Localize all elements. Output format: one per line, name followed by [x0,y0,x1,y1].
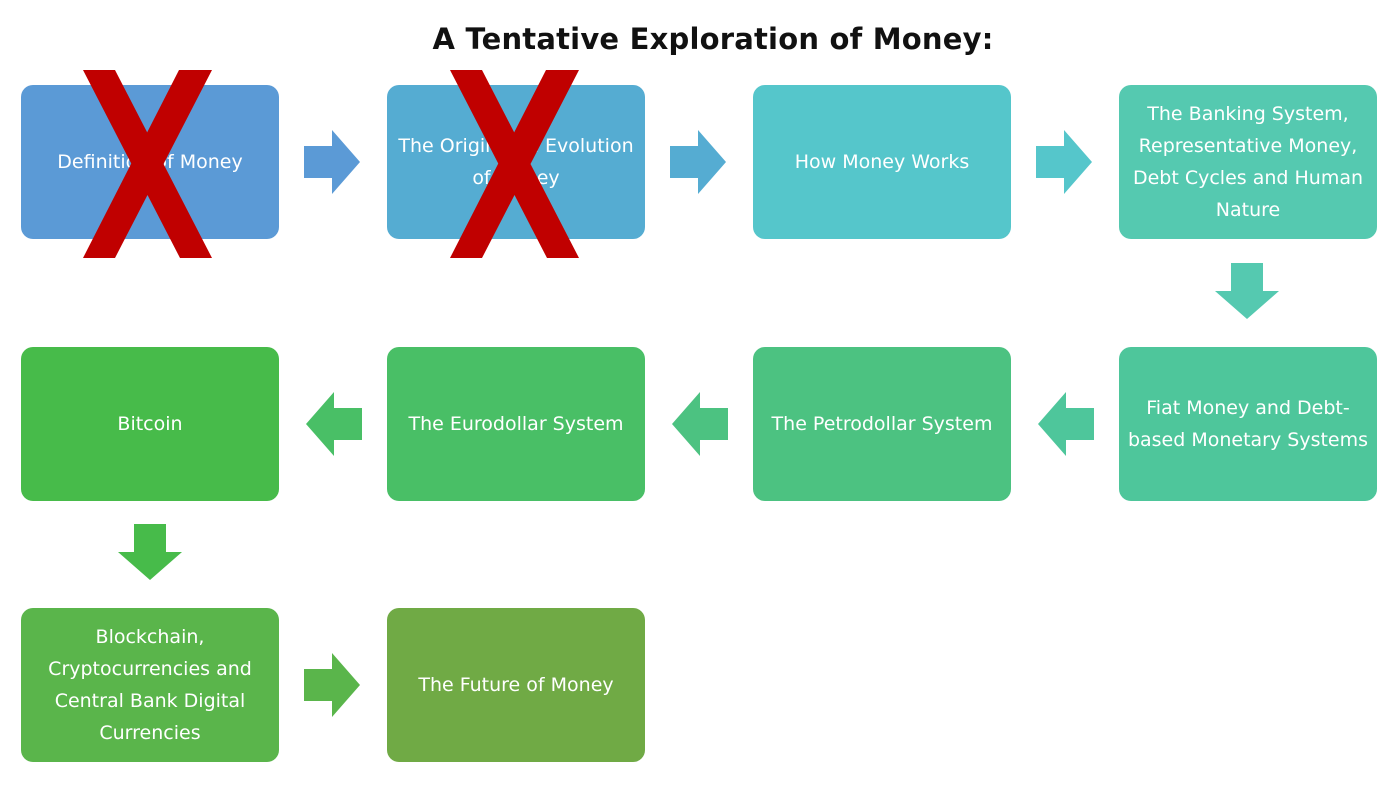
box-bitcoin: Bitcoin [21,347,279,501]
diagram-title: A Tentative Exploration of Money: [432,22,994,56]
box-fiat-money: Fiat Money and Debt-based Monetary Syste… [1119,347,1377,501]
box-blockchain: Blockchain, Cryptocurrencies and Central… [21,608,279,762]
arrow-right-icon [1036,130,1092,194]
cross-out-icon [450,70,579,258]
box-label: How Money Works [794,151,970,173]
arrow-right-icon [304,130,360,194]
box-banking-system: The Banking System, Representative Money… [1119,85,1377,239]
box-label: The Banking System, Representative Money… [1132,103,1364,221]
arrow-left-icon [306,392,362,456]
box-label: The Future of Money [418,674,614,696]
box-future-of-money: The Future of Money [387,608,645,762]
box-eurodollar: The Eurodollar System [387,347,645,501]
box-label: Blockchain, Cryptocurrencies and Central… [48,626,252,744]
box-label: Bitcoin [117,413,183,435]
cross-out-icon [83,70,212,258]
box-label: The Eurodollar System [408,413,624,435]
box-label: The Petrodollar System [771,413,993,435]
arrow-left-icon [1038,392,1094,456]
arrow-left-icon [672,392,728,456]
arrow-down-icon [1215,263,1279,319]
arrow-right-icon [304,653,360,717]
arrow-down-icon [118,524,182,580]
box-label: Fiat Money and Debt-based Monetary Syste… [1127,397,1369,451]
box-how-money-works: How Money Works [753,85,1011,239]
box-petrodollar: The Petrodollar System [753,347,1011,501]
arrow-right-icon [670,130,726,194]
